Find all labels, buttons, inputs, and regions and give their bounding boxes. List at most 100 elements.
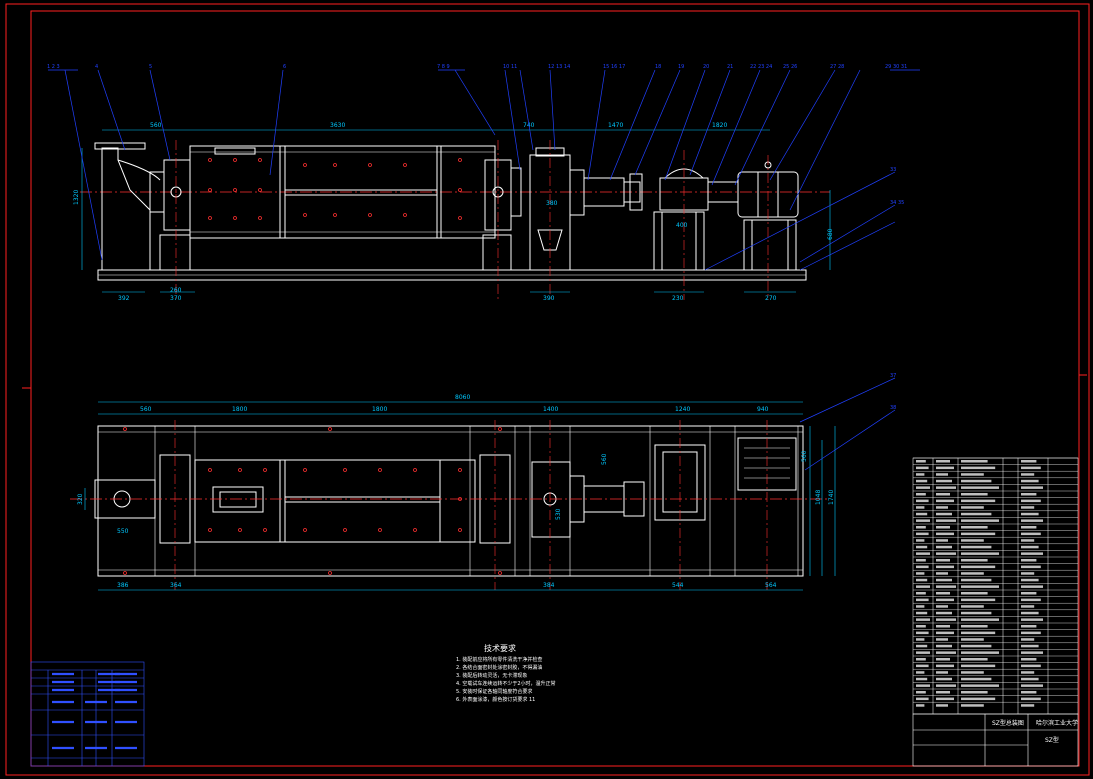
parts-row-text-mark bbox=[936, 526, 950, 529]
parts-row-text-mark bbox=[1021, 651, 1043, 654]
svg-text:34 35: 34 35 bbox=[890, 200, 904, 206]
parts-row-text-mark bbox=[936, 559, 950, 562]
svg-text:37: 37 bbox=[890, 373, 896, 379]
dimension-label: 260 bbox=[170, 287, 182, 294]
dimension-label: 680 bbox=[827, 228, 834, 240]
parts-row-text-mark bbox=[961, 684, 999, 687]
parts-row-text-mark bbox=[961, 618, 999, 621]
parts-row-text-mark bbox=[1021, 704, 1035, 707]
parts-row-text-mark bbox=[1021, 519, 1043, 522]
parts-row-text-mark bbox=[936, 519, 956, 522]
dimension-label: 1470 bbox=[608, 122, 623, 129]
parts-row-text-mark bbox=[916, 658, 926, 661]
parts-row-text-mark bbox=[936, 578, 952, 582]
parts-row-text-mark bbox=[961, 658, 988, 661]
parts-row-text-mark bbox=[1021, 506, 1035, 509]
parts-row-text-mark bbox=[961, 704, 984, 707]
parts-row-text-mark bbox=[916, 585, 930, 588]
parts-row-text-mark bbox=[936, 638, 948, 641]
parts-row-text-mark bbox=[961, 625, 988, 628]
parts-row-text-mark bbox=[1021, 638, 1035, 641]
parts-row-text-mark bbox=[961, 466, 996, 470]
parts-row-text-mark bbox=[916, 677, 928, 681]
dimension-label: 1740 bbox=[828, 490, 835, 505]
parts-row-text-mark bbox=[961, 473, 984, 476]
svg-text:18: 18 bbox=[655, 64, 661, 70]
sheet-outer-border bbox=[5, 3, 1090, 776]
parts-row-text-mark bbox=[916, 460, 926, 463]
dimension-label: 230 bbox=[672, 295, 684, 302]
parts-row-text-mark bbox=[916, 532, 929, 536]
tech-item: 2. 各结合面密封处涂密封胶，不得漏油 bbox=[456, 665, 543, 671]
svg-text:22 23 24: 22 23 24 bbox=[750, 64, 772, 70]
svg-text:5: 5 bbox=[149, 64, 152, 70]
parts-row-text-mark bbox=[1021, 631, 1041, 635]
dimension-label: 364 bbox=[170, 582, 182, 589]
parts-row-text-mark bbox=[1021, 466, 1041, 470]
dimension-label: 560 bbox=[150, 122, 162, 129]
parts-row-text-mark bbox=[936, 545, 952, 549]
parts-row-text-mark bbox=[1021, 545, 1039, 549]
parts-row-text-mark bbox=[1021, 611, 1039, 615]
parts-row-text-mark bbox=[916, 664, 929, 668]
parts-row-text-mark bbox=[1021, 473, 1035, 476]
parts-row-text-mark bbox=[936, 532, 954, 536]
dimension-label: 1400 bbox=[543, 406, 558, 413]
dimension-label: 1240 bbox=[675, 406, 690, 413]
dimension-label: 400 bbox=[676, 222, 688, 229]
parts-row-text-mark bbox=[916, 552, 930, 555]
parts-row-text-mark bbox=[916, 479, 928, 483]
parts-row-text-mark bbox=[961, 592, 988, 595]
dimension-label: 550 bbox=[117, 528, 129, 535]
parts-row-text-mark bbox=[961, 506, 984, 509]
tech-requirements-title: 技术要求 bbox=[484, 644, 516, 653]
parts-row-text-mark bbox=[936, 499, 954, 503]
tech-item: 5. 安装时保证各轴同轴度符合要求 bbox=[456, 689, 533, 695]
parts-row-text-mark bbox=[1021, 585, 1043, 588]
dimension-label: 530 bbox=[555, 508, 562, 520]
parts-row-text-mark bbox=[936, 677, 952, 681]
svg-text:10 11: 10 11 bbox=[503, 64, 517, 70]
parts-row-text-mark bbox=[936, 565, 954, 569]
parts-row-text-mark bbox=[936, 473, 948, 476]
parts-row-text-mark bbox=[961, 671, 984, 674]
parts-row-text-mark bbox=[1021, 677, 1039, 681]
parts-row-text-mark bbox=[961, 691, 988, 694]
parts-row-text-mark bbox=[1021, 565, 1041, 569]
parts-row-text-mark bbox=[936, 651, 956, 654]
parts-row-text-mark bbox=[1021, 618, 1043, 621]
parts-row-text-mark bbox=[961, 631, 996, 635]
svg-text:6: 6 bbox=[283, 64, 286, 70]
svg-text:15 16 17: 15 16 17 bbox=[603, 64, 625, 70]
title-block bbox=[912, 713, 1079, 767]
parts-row-text-mark bbox=[936, 585, 956, 588]
tech-item: 6. 外表面涂漆，颜色按订货要求 11 bbox=[456, 697, 536, 703]
dimension-label: 370 bbox=[170, 295, 182, 302]
dimension-label: 390 bbox=[543, 295, 555, 302]
parts-row-text-mark bbox=[916, 506, 925, 509]
parts-row-text-mark bbox=[1021, 625, 1037, 628]
plan-leaders bbox=[799, 377, 896, 471]
svg-text:12 13 14: 12 13 14 bbox=[548, 64, 570, 70]
parts-row-text-mark bbox=[961, 526, 988, 529]
parts-row-text-mark bbox=[1021, 578, 1039, 582]
parts-row-text-mark bbox=[936, 664, 954, 668]
dimension-label: 560 bbox=[140, 406, 152, 413]
parts-row-text-mark bbox=[961, 605, 984, 608]
parts-row-text-mark bbox=[916, 512, 928, 516]
parts-row-text-mark bbox=[916, 618, 930, 621]
revision-table-fill bbox=[52, 672, 137, 750]
parts-row-text-mark bbox=[936, 539, 948, 542]
elevation-view bbox=[80, 129, 831, 300]
parts-row-text-mark bbox=[936, 618, 956, 621]
parts-row-text-mark bbox=[1021, 697, 1041, 701]
parts-row-text-mark bbox=[961, 545, 992, 549]
parts-row-text-mark bbox=[936, 466, 954, 470]
drawing-number: SZ型 bbox=[1045, 737, 1059, 744]
parts-row-text-mark bbox=[961, 585, 999, 588]
parts-row-text-mark bbox=[961, 638, 984, 641]
parts-row-text-mark bbox=[1021, 671, 1035, 674]
plan-view bbox=[70, 401, 836, 591]
parts-row-text-mark bbox=[916, 499, 929, 503]
